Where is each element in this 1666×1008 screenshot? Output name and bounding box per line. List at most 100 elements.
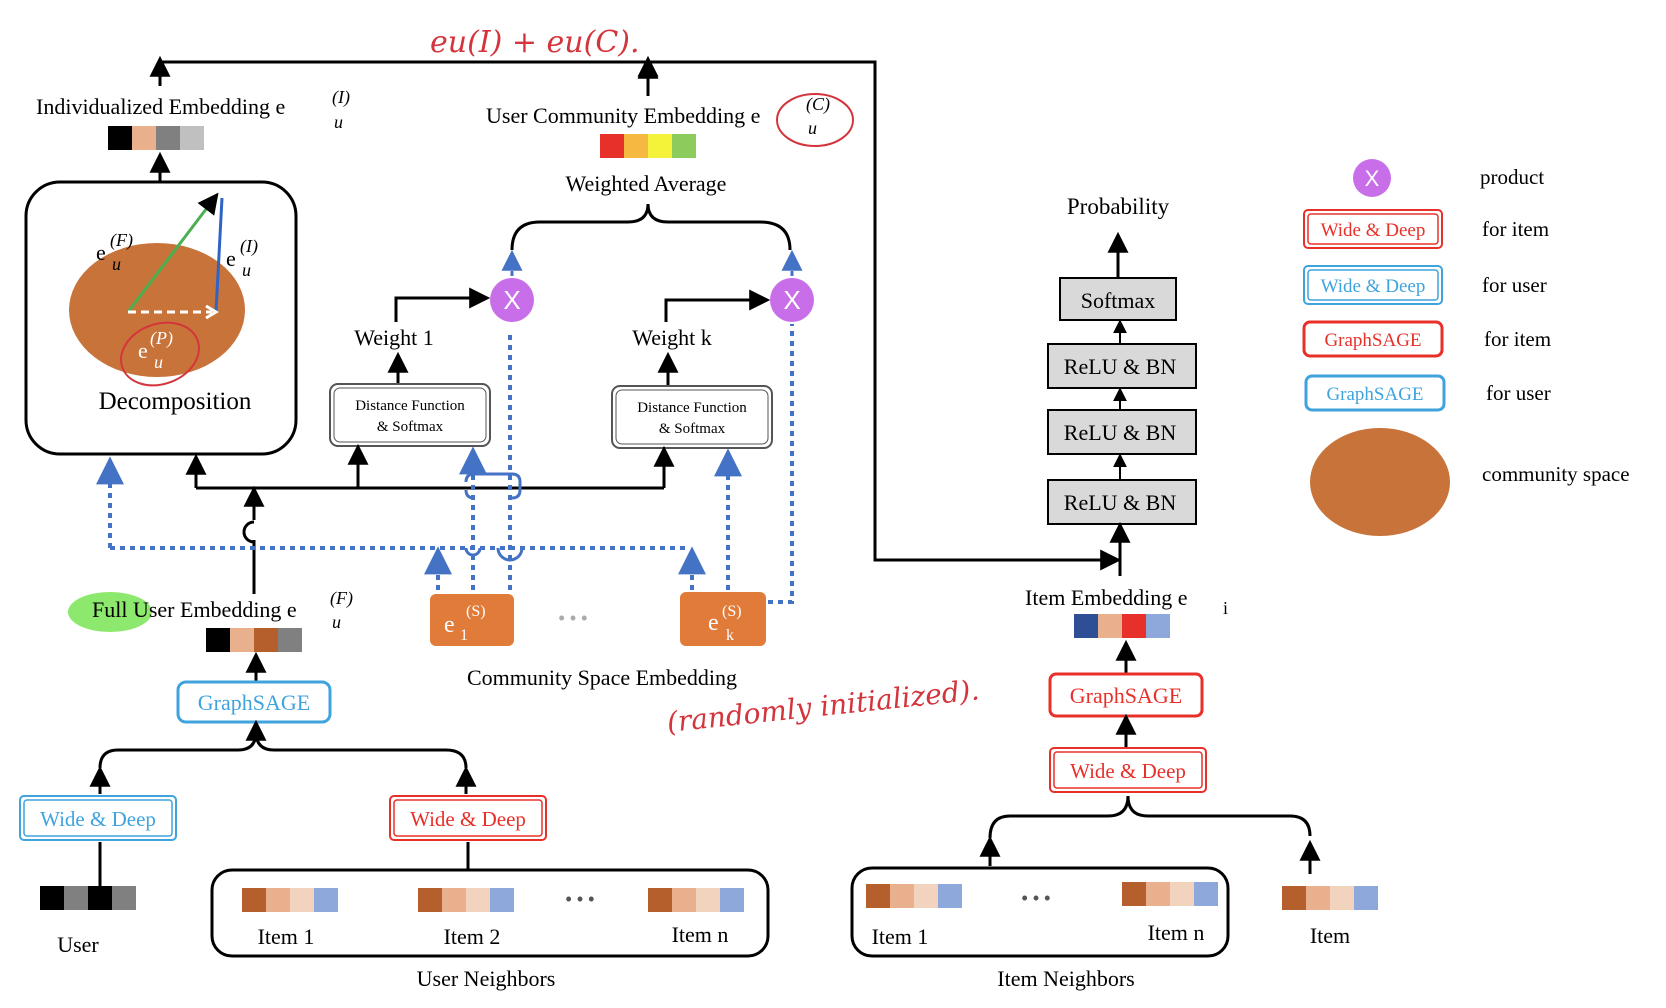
legend-wd-user-desc: for user xyxy=(1482,273,1547,297)
weight-1-label: Weight 1 xyxy=(354,325,434,350)
e-i-sup: (I) xyxy=(240,236,258,257)
full-user-embedding-vector xyxy=(206,628,302,652)
arrow-weightk-to-product xyxy=(664,289,771,322)
user-brace xyxy=(98,731,468,769)
ep-circle-annotation xyxy=(120,321,200,387)
user-neighbor-wide-deep-label: Wide & Deep xyxy=(410,807,526,831)
product-circle-k xyxy=(770,278,814,322)
user-neighbor-wide-deep-box xyxy=(389,795,547,841)
softmax-label: Softmax xyxy=(1081,288,1156,313)
top-handwritten-note: eu(I) + eu(C). xyxy=(430,25,640,60)
full-sup: (F) xyxy=(330,588,353,609)
decomposition-label: Decomposition xyxy=(99,388,252,415)
item-label: Item xyxy=(1310,923,1350,948)
user-wide-deep-box xyxy=(19,795,177,841)
full-user-highlight xyxy=(68,592,152,632)
community-embedding-e1 xyxy=(430,594,514,646)
probability-label: Probability xyxy=(1067,194,1170,219)
ek-sub: k xyxy=(726,627,734,644)
bus-hop-arc xyxy=(242,520,255,544)
distance-function-box-k xyxy=(611,385,773,449)
item-brace xyxy=(988,795,1312,839)
item-neighbors-caption: Item Neighbors xyxy=(997,966,1134,991)
user-wide-deep-label: Wide & Deep xyxy=(40,807,156,831)
legend-wd-item-desc: for item xyxy=(1482,217,1549,241)
e1-sup: (S) xyxy=(466,603,486,620)
user-graphsage-label: GraphSAGE xyxy=(198,690,310,715)
item-graphsage-label: GraphSAGE xyxy=(1070,683,1182,708)
item-neighbor-ellipsis: • • • xyxy=(1022,888,1051,908)
ek-label: e xyxy=(708,610,719,636)
e-p-sub: u xyxy=(154,352,163,372)
e-p-label: e xyxy=(138,338,148,363)
e1-label: e xyxy=(444,612,455,638)
relu-bn-box-3 xyxy=(1047,479,1197,525)
item-neighbor-item1-vector xyxy=(866,884,962,908)
item-neighbor-itemn-vector xyxy=(1122,882,1218,906)
legend-community-space-ellipse xyxy=(1310,428,1450,536)
legend-wd-item-box xyxy=(1303,209,1443,249)
legend-graphsage-user-desc: for user xyxy=(1486,381,1551,405)
weight-k-label: Weight k xyxy=(632,325,712,350)
relu-bn-label-1: ReLU & BN xyxy=(1064,354,1177,379)
user-neighbor-ellipsis: • • • xyxy=(566,889,595,909)
dashed-hop-2 xyxy=(464,547,524,562)
legend-graphsage-user-text: GraphSAGE xyxy=(1326,384,1423,405)
individualized-embedding-label: Individualized Embedding e xyxy=(36,94,285,119)
user-community-embedding-label: User Community Embedding e xyxy=(486,103,760,128)
user-neighbors-caption: User Neighbors xyxy=(417,966,556,991)
distance-1-line2: & Softmax xyxy=(377,419,444,435)
full-user-embedding-label: Full User Embedding e xyxy=(92,597,297,622)
product-circle-1 xyxy=(490,278,534,322)
product-symbol-1: X xyxy=(503,285,520,315)
projection-arrowhead xyxy=(205,304,219,320)
user-neighbor-item2-vector xyxy=(418,888,514,912)
community-embedding-ek xyxy=(680,592,766,646)
individualized-vector-arrow xyxy=(214,197,224,313)
individualized-sup: (I) xyxy=(332,87,350,108)
item-wide-deep-label: Wide & Deep xyxy=(1070,759,1186,783)
distance-function-box-1 xyxy=(329,383,491,447)
community-space-caption: Community Space Embedding xyxy=(467,665,737,690)
user-neighbor-itemn-vector xyxy=(648,888,744,912)
arrow-weight1-to-product xyxy=(394,287,491,322)
e-f-label: e xyxy=(96,240,106,265)
user-neighbor-item1-vector xyxy=(242,888,338,912)
item-embedding-sub: i xyxy=(1223,598,1228,618)
e-f-sup: (F) xyxy=(110,230,133,251)
e-f-sub: u xyxy=(112,254,121,274)
weighted-average-brace xyxy=(510,203,792,251)
relu-bn-label-2: ReLU & BN xyxy=(1064,420,1177,445)
individualized-sub: u xyxy=(334,112,343,132)
legend-product-label: product xyxy=(1480,165,1544,189)
distance-k-line2: & Softmax xyxy=(659,421,726,437)
distance-k-line1: Distance Function xyxy=(637,400,747,416)
e-i-sub: u xyxy=(242,260,251,280)
e1-sub: 1 xyxy=(460,627,468,644)
e-i-label: e xyxy=(226,246,236,271)
full-embedding-vector-arrow xyxy=(126,192,219,313)
distance-1-line1: Distance Function xyxy=(355,398,465,414)
user-neighbor-item2-label: Item 2 xyxy=(444,924,501,949)
individualized-embedding-vector xyxy=(108,126,204,150)
dashed-hop-1 xyxy=(464,472,522,500)
item-wide-deep-box xyxy=(1049,747,1207,793)
weighted-average-label: Weighted Average xyxy=(566,171,727,196)
item-embedding-label: Item Embedding e xyxy=(1025,585,1188,610)
full-embedding-bus xyxy=(185,443,675,594)
legend-wd-user-box xyxy=(1303,265,1443,305)
item-embedding-vector xyxy=(1074,614,1170,638)
full-sub: u xyxy=(332,612,341,632)
item-raw-vector xyxy=(1282,886,1378,910)
legend: X product Wide & Deep for item Wide & De… xyxy=(1302,159,1630,536)
legend-graphsage-item-desc: for item xyxy=(1484,327,1551,351)
item-neighbor-item1-label: Item 1 xyxy=(872,924,929,949)
user-raw-vector xyxy=(40,886,136,910)
legend-wd-user-text: Wide & Deep xyxy=(1321,276,1426,297)
legend-graphsage-user-box xyxy=(1304,374,1446,412)
legend-wd-item-text: Wide & Deep xyxy=(1321,220,1426,241)
legend-graphsage-item-box xyxy=(1302,320,1444,358)
community-ellipsis: • • • xyxy=(559,608,588,628)
legend-product-icon xyxy=(1353,159,1391,197)
